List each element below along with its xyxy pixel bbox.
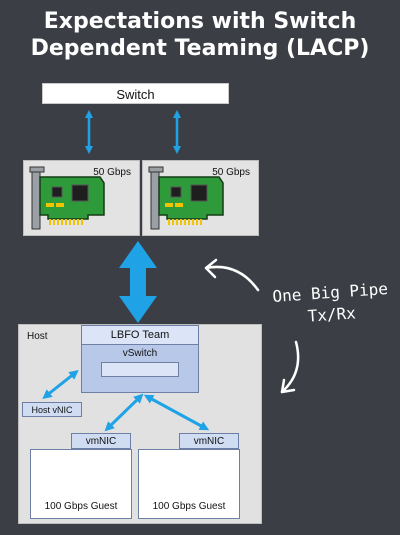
nic-speed-label: 50 Gbps (93, 167, 131, 178)
lbfo-team-label: LBFO Team (82, 326, 198, 345)
title-line-1: Expectations with Switch (43, 9, 357, 34)
vswitch-port (101, 362, 179, 377)
host-vnic-link (42, 370, 79, 399)
guest-vm-label: 100 Gbps Guest (152, 501, 226, 512)
host-vnic-box: Host vNIC (22, 402, 82, 417)
big-pipe-arrow (119, 241, 157, 323)
nic-card-1: 50 Gbps (23, 160, 140, 236)
guest-vm-label: 100 Gbps Guest (44, 501, 118, 512)
curved-arrow-down-icon (280, 340, 300, 394)
network-card-icon (29, 166, 105, 230)
vmnic-link-1 (104, 393, 144, 432)
nic-speed-label: 50 Gbps (212, 167, 250, 178)
switch-box: Switch (42, 83, 229, 104)
vswitch-label: vSwitch (122, 348, 158, 359)
lbfo-team-box: LBFO Team vSwitch (81, 325, 199, 393)
host-box: Host LBFO Team vSwitch Host vNIC vmNIC v… (18, 324, 262, 524)
guest-vm-2: 100 Gbps Guest (138, 449, 240, 519)
curved-arrow-icon (204, 258, 260, 292)
vmnic-box-2: vmNIC (179, 433, 239, 449)
vmnic-box-1: vmNIC (71, 433, 131, 449)
guest-vm-1: 100 Gbps Guest (30, 449, 132, 519)
page-title: Expectations with Switch Dependent Teami… (0, 8, 400, 62)
network-card-icon (148, 166, 224, 230)
vmnic-link-2 (143, 394, 210, 431)
title-line-2: Dependent Teaming (LACP) (30, 36, 370, 61)
host-label: Host (27, 331, 48, 342)
nic-card-2: 50 Gbps (142, 160, 259, 236)
